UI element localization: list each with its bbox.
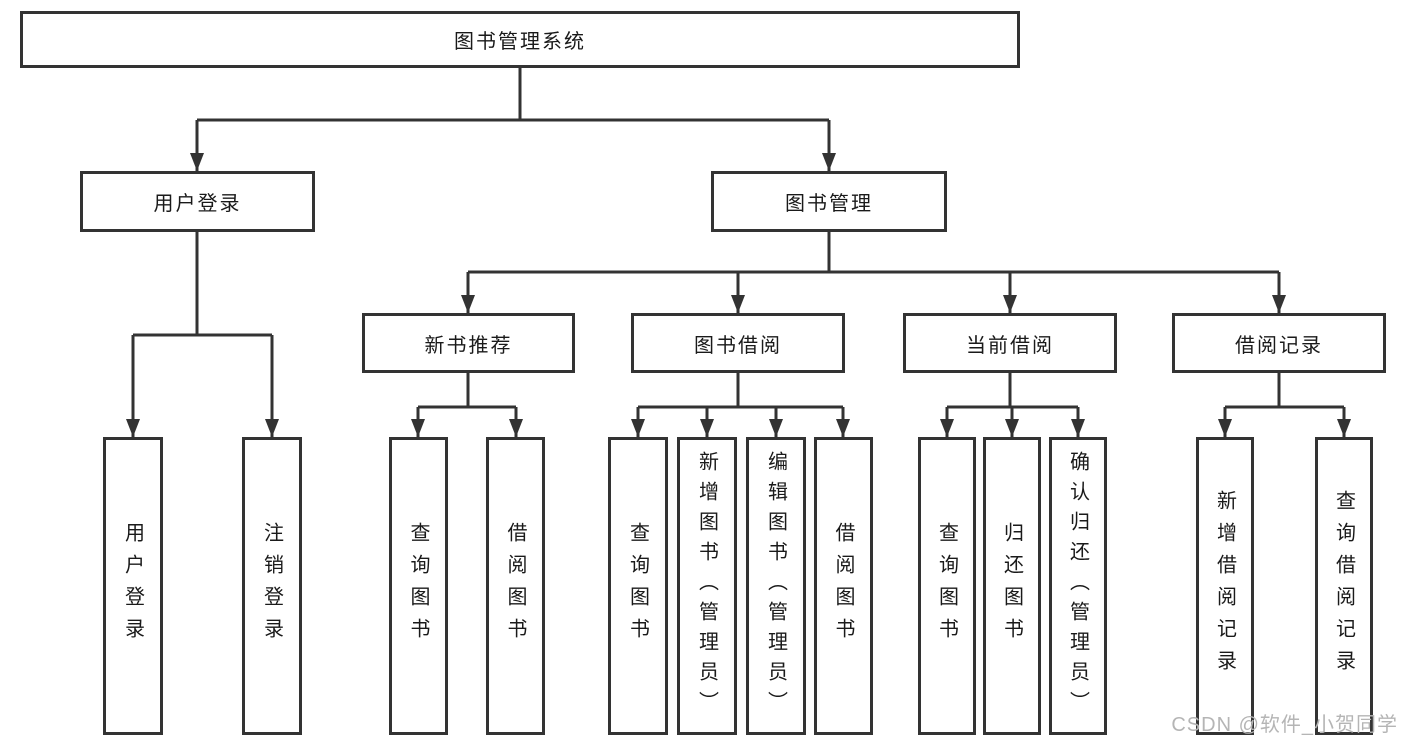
connector-current-borrow-children <box>940 373 1085 437</box>
leaf-current-query-books-label: 查询图书 <box>935 522 958 650</box>
leaf-current-query-books: 查询图书 <box>918 437 976 735</box>
leaf-query-borrow-record-label: 查询借阅记录 <box>1332 490 1355 682</box>
leaf-borrow-books: 借阅图书 <box>814 437 873 735</box>
leaf-borrow-books-label: 借阅图书 <box>832 522 854 650</box>
leaf-add-borrow-record: 新增借阅记录 <box>1196 437 1254 735</box>
connector-book-borrow-children <box>631 373 850 437</box>
leaf-add-books-admin: 新增图书（管理员） <box>677 437 737 735</box>
leaf-edit-books-admin-label: 编辑图书（管理员） <box>764 451 787 721</box>
node-book-borrow-label: 图书借阅 <box>694 334 782 357</box>
leaf-confirm-return-admin-label: 确认归还（管理员） <box>1066 451 1089 721</box>
leaf-recommend-query-books-label: 查询图书 <box>407 522 429 650</box>
leaf-user-login-label: 用户登录 <box>121 522 144 650</box>
leaf-query-borrow-record: 查询借阅记录 <box>1315 437 1373 735</box>
node-current-borrow: 当前借阅 <box>903 313 1117 373</box>
leaf-recommend-borrow-books: 借阅图书 <box>486 437 545 735</box>
node-library-system: 图书管理系统 <box>20 11 1020 68</box>
leaf-recommend-query-books: 查询图书 <box>389 437 448 735</box>
connector-new-book-recommend-children <box>411 373 523 437</box>
node-user-login-label: 用户登录 <box>153 193 242 215</box>
leaf-logout: 注销登录 <box>242 437 302 735</box>
node-book-borrow: 图书借阅 <box>631 313 845 373</box>
leaf-return-books: 归还图书 <box>983 437 1041 735</box>
node-book-management: 图书管理 <box>711 171 947 232</box>
node-borrow-records-label: 借阅记录 <box>1235 334 1323 357</box>
connector-root-to-level2 <box>190 66 836 171</box>
leaf-recommend-borrow-books-label: 借阅图书 <box>504 522 526 650</box>
node-library-system-label: 图书管理系统 <box>454 31 586 53</box>
leaf-user-login: 用户登录 <box>103 437 163 735</box>
leaf-add-borrow-record-label: 新增借阅记录 <box>1213 490 1236 682</box>
connector-book-management-children <box>461 232 1286 313</box>
node-current-borrow-label: 当前借阅 <box>966 334 1054 357</box>
leaf-borrow-query-books-label: 查询图书 <box>626 522 649 650</box>
leaf-edit-books-admin: 编辑图书（管理员） <box>746 437 806 735</box>
leaf-return-books-label: 归还图书 <box>1000 522 1023 650</box>
leaf-borrow-query-books: 查询图书 <box>608 437 668 735</box>
node-new-book-recommend: 新书推荐 <box>362 313 575 373</box>
connector-user-login-children <box>126 232 279 437</box>
leaf-confirm-return-admin: 确认归还（管理员） <box>1049 437 1107 735</box>
node-book-management-label: 图书管理 <box>785 193 873 215</box>
leaf-add-books-admin-label: 新增图书（管理员） <box>695 451 718 721</box>
csdn-watermark: CSDN @软件_小贺同学 <box>1171 714 1398 736</box>
connector-borrow-records-children <box>1218 373 1351 437</box>
node-new-book-recommend-label: 新书推荐 <box>424 334 513 357</box>
node-borrow-records: 借阅记录 <box>1172 313 1386 373</box>
node-user-login: 用户登录 <box>80 171 315 232</box>
leaf-logout-label: 注销登录 <box>260 522 283 650</box>
